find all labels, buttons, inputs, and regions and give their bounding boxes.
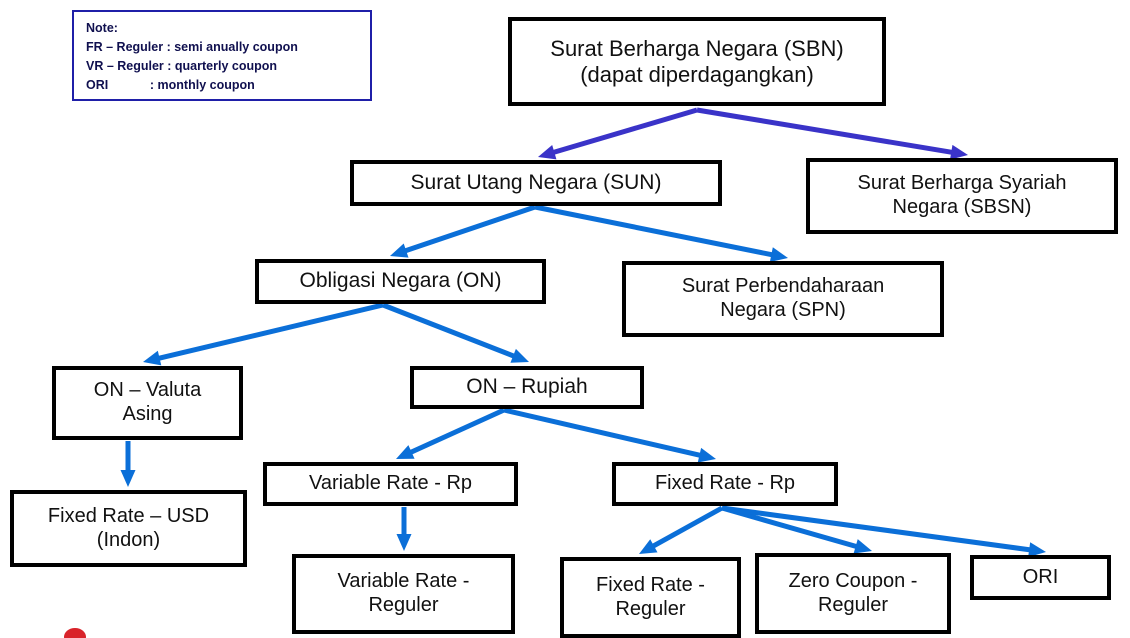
node-fixed-rate-usd-indon[interactable]: Fixed Rate – USD (Indon) (10, 490, 247, 567)
red-partial-mark (64, 628, 86, 638)
arrow-on-to-rupiah (382, 302, 529, 363)
arrow-sbn-to-sbsn (696, 107, 968, 160)
arrow-rupiah-to-fr-rp (503, 407, 716, 463)
node-variable-rate-rp[interactable]: Variable Rate - Rp (263, 462, 518, 506)
node-sbsn-label: Surat Berharga Syariah Negara (SBSN) (857, 172, 1067, 218)
node-fixed-rate-rp-label: Fixed Rate - Rp (654, 472, 796, 495)
node-fixed-rate-reguler[interactable]: Fixed Rate - Reguler (560, 557, 741, 638)
note-line-1: FR – Reguler : semi anually coupon (86, 40, 298, 54)
node-obligasi-negara-label: Obligasi Negara (ON) (299, 269, 502, 293)
note-line-2: VR – Reguler : quarterly coupon (86, 59, 278, 73)
node-on-valuta-asing[interactable]: ON – Valuta Asing (52, 366, 243, 440)
node-obligasi-negara[interactable]: Obligasi Negara (ON) (255, 259, 546, 304)
node-on-valuta-asing-label: ON – Valuta Asing (93, 379, 202, 425)
node-zero-coupon-reguler-label: Zero Coupon - Reguler (788, 569, 918, 616)
node-spn[interactable]: Surat Perbendaharaan Negara (SPN) (622, 261, 944, 337)
arrow-on-to-valas (143, 302, 384, 366)
node-sbn-label: Surat Berharga Negara (SBN) (dapat diper… (550, 35, 844, 87)
node-on-rupiah-label: ON – Rupiah (466, 375, 588, 399)
arrow-sun-to-spn (534, 204, 788, 262)
node-zero-coupon-reguler[interactable]: Zero Coupon - Reguler (755, 553, 951, 634)
node-variable-rate-reguler[interactable]: Variable Rate - Reguler (292, 554, 515, 634)
arrow-rupiah-to-vr-rp (396, 407, 506, 459)
node-on-rupiah[interactable]: ON – Rupiah (410, 366, 644, 409)
node-ori-label: ORI (1022, 565, 1059, 588)
arrow-fr-rp-to-zc-reg (721, 505, 872, 554)
node-fixed-rate-usd-indon-label: Fixed Rate – USD (Indon) (47, 504, 210, 551)
arrow-vr-rp-to-reguler (396, 507, 412, 551)
node-sbsn[interactable]: Surat Berharga Syariah Negara (SBSN) (806, 158, 1118, 234)
arrow-fr-rp-to-ori (721, 505, 1046, 558)
arrow-valas-to-fr-usd (120, 441, 136, 487)
note-line-3: ORI : monthly coupon (86, 78, 255, 92)
node-sun-label: Surat Utang Negara (SUN) (410, 170, 662, 194)
node-fixed-rate-reguler-label: Fixed Rate - Reguler (596, 573, 705, 620)
note-line-0: Note: (86, 21, 118, 35)
node-fixed-rate-rp[interactable]: Fixed Rate - Rp (612, 462, 838, 506)
node-sbn[interactable]: Surat Berharga Negara (SBN) (dapat diper… (508, 17, 886, 106)
arrow-sun-to-on (390, 204, 536, 258)
node-variable-rate-reguler-label: Variable Rate - Reguler (337, 570, 470, 616)
node-spn-label: Surat Perbendaharaan Negara (SPN) (681, 275, 885, 321)
arrow-sbn-to-sun (538, 107, 698, 160)
node-ori[interactable]: ORI (970, 555, 1111, 600)
arrow-fr-rp-to-fr-reg (639, 505, 724, 554)
node-sun[interactable]: Surat Utang Negara (SUN) (350, 160, 722, 206)
node-variable-rate-rp-label: Variable Rate - Rp (308, 472, 473, 495)
